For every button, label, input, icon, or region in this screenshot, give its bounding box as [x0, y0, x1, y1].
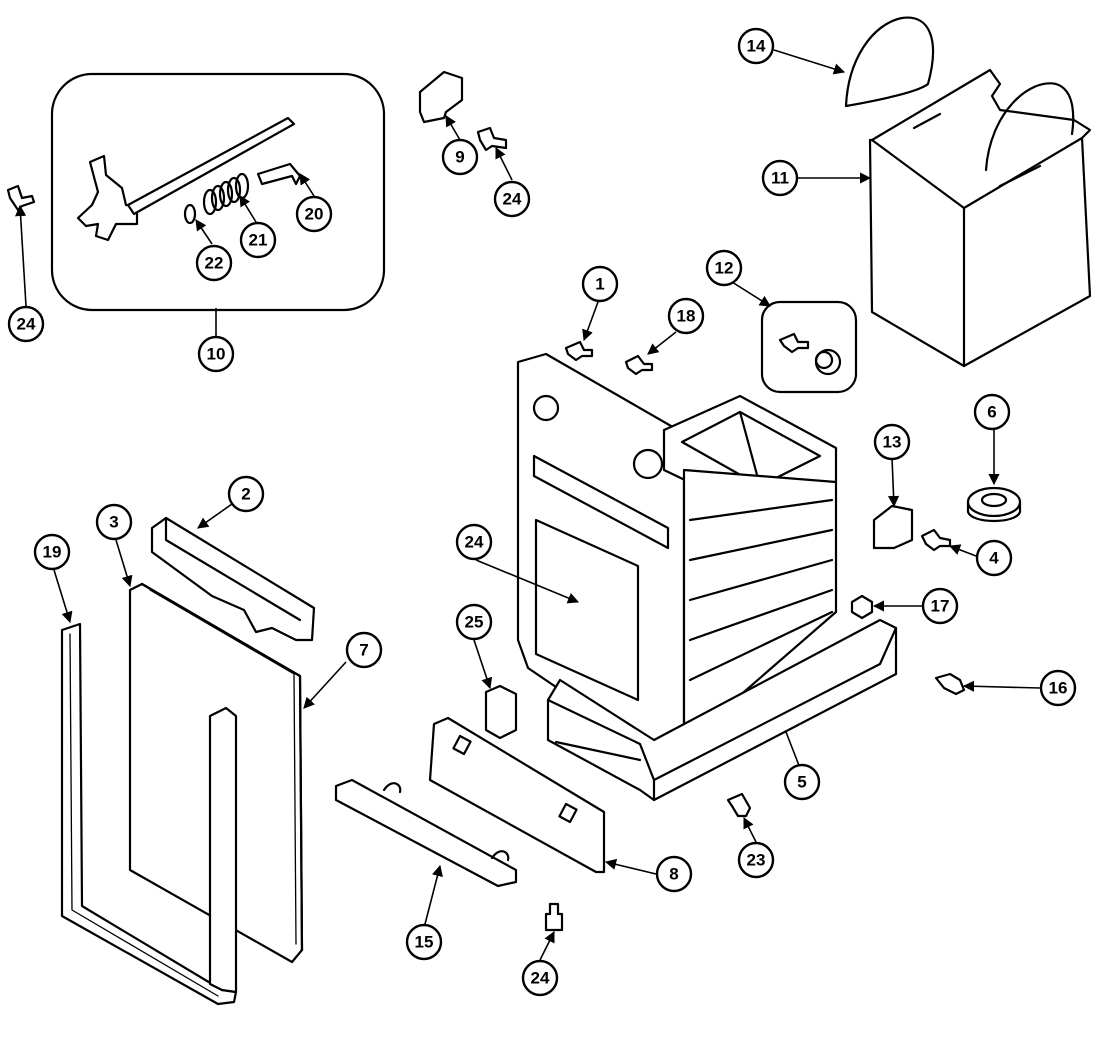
drawer-bin-part-11 [868, 68, 1092, 368]
svg-text:8: 8 [669, 865, 678, 884]
callout-24-center: 24 [455, 523, 493, 561]
svg-text:5: 5 [797, 773, 806, 792]
callout-9: 9 [441, 138, 479, 176]
leader-lines [15, 49, 1041, 961]
callout-13: 13 [873, 423, 911, 461]
door-frame-part-19 [60, 622, 238, 1006]
cup-part-6 [966, 486, 1022, 522]
svg-text:24: 24 [531, 969, 550, 988]
svg-text:12: 12 [715, 259, 734, 278]
bracket-part-13 [872, 504, 914, 550]
svg-text:15: 15 [415, 933, 434, 952]
svg-text:24: 24 [503, 190, 522, 209]
callout-16: 16 [1039, 669, 1077, 707]
svg-text:21: 21 [249, 231, 268, 250]
screw-part-4 [920, 528, 952, 552]
callout-24-bottom: 24 [521, 959, 559, 997]
callout-18: 18 [667, 297, 705, 335]
spring-part [202, 172, 250, 216]
svg-text:13: 13 [883, 433, 902, 452]
bar-part-2 [150, 516, 316, 642]
svg-text:25: 25 [465, 613, 484, 632]
knob-group-12 [760, 300, 858, 394]
callout-14: 14 [737, 27, 775, 65]
callout-4: 4 [975, 539, 1013, 577]
callout-7: 7 [345, 631, 383, 669]
svg-text:24: 24 [17, 315, 36, 334]
svg-text:19: 19 [43, 543, 62, 562]
callout-19: 19 [33, 533, 71, 571]
screw-part-16 [934, 672, 966, 696]
screw-part-18 [624, 354, 654, 376]
svg-text:11: 11 [771, 169, 789, 188]
callout-10: 10 [197, 335, 235, 373]
latch-assembly-group [50, 72, 386, 312]
svg-text:6: 6 [987, 403, 996, 422]
svg-text:24: 24 [465, 533, 484, 552]
screw-part-24b [476, 126, 508, 152]
kick-panel-part-8 [428, 716, 606, 874]
callout-6: 6 [973, 393, 1011, 431]
svg-text:18: 18 [677, 307, 696, 326]
cabinet-body [516, 352, 898, 802]
callout-22: 22 [195, 244, 233, 282]
screw-part-23 [726, 792, 752, 818]
screw-part-24d [544, 902, 564, 932]
callout-5: 5 [783, 763, 821, 801]
svg-text:17: 17 [931, 597, 950, 616]
callout-11: 11 [761, 159, 799, 197]
callout-3: 3 [95, 503, 133, 541]
callout-1: 1 [581, 265, 619, 303]
nut-part-17 [850, 594, 874, 620]
callout-23: 23 [737, 841, 775, 879]
svg-text:9: 9 [455, 148, 464, 167]
callout-8: 8 [655, 855, 693, 893]
svg-text:22: 22 [205, 254, 224, 273]
svg-text:4: 4 [989, 549, 999, 568]
callout-2: 2 [227, 475, 265, 513]
clip-part-25 [484, 684, 518, 740]
bracket-part-9 [418, 70, 464, 124]
svg-text:20: 20 [305, 205, 324, 224]
svg-text:7: 7 [359, 641, 368, 660]
callout-25: 25 [455, 603, 493, 641]
callout-21: 21 [239, 221, 277, 259]
callout-17: 17 [921, 587, 959, 625]
door-frame-part-7 [140, 582, 304, 952]
handle-part-15 [334, 778, 518, 888]
svg-text:1: 1 [595, 275, 604, 294]
callout-12: 12 [705, 249, 743, 287]
svg-text:14: 14 [747, 37, 766, 56]
svg-text:3: 3 [109, 513, 118, 532]
handle-part-14 [844, 16, 935, 108]
screw-part-1 [564, 340, 594, 362]
washer-part [183, 203, 197, 225]
callout-24-left: 24 [7, 305, 45, 343]
svg-text:16: 16 [1049, 679, 1068, 698]
svg-text:10: 10 [207, 345, 226, 364]
callout-15: 15 [405, 923, 443, 961]
svg-text:23: 23 [747, 851, 766, 870]
screw-part-24a [6, 184, 36, 212]
callout-20: 20 [295, 195, 333, 233]
svg-text:2: 2 [241, 485, 250, 504]
callout-24-top: 24 [493, 180, 531, 218]
